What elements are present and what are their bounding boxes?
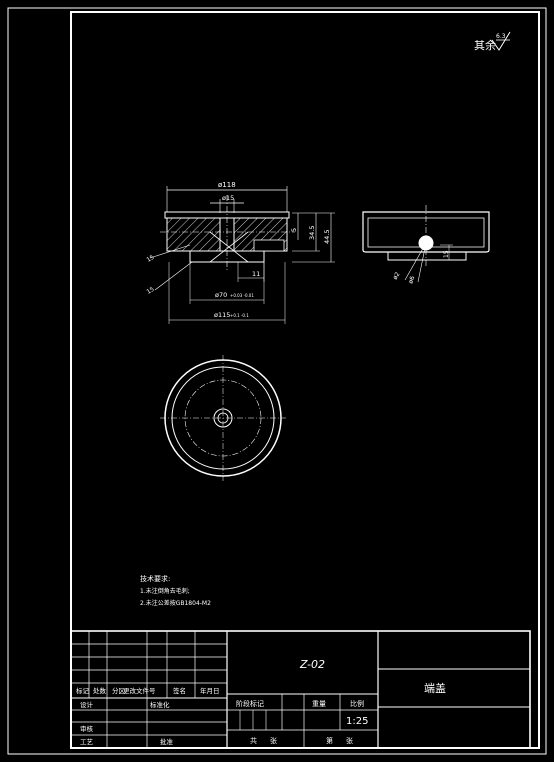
dim-diam-115: ø115 xyxy=(214,311,230,319)
header-doc: 更改文件号 xyxy=(123,686,156,695)
side-view xyxy=(362,205,490,283)
dim-side-b: ø6 xyxy=(407,275,416,285)
roughness-symbol: 其余 6.3 xyxy=(474,31,511,52)
stage-label: 阶段标记 xyxy=(236,699,264,708)
roughness-note: 其余 xyxy=(474,38,496,52)
header-mark: 标记 xyxy=(76,686,90,695)
sheet-num: 第 xyxy=(326,736,333,745)
dim-diam-115-tol: +0.1 -0.1 xyxy=(230,313,249,318)
dim-overall-diameter: ø118 xyxy=(218,181,236,189)
dim-height-445: 44.5 xyxy=(323,230,331,244)
tech-title: 技术要求: xyxy=(140,574,170,583)
dim-side-c: 15 xyxy=(443,250,450,258)
title-block-text: 标记 处数 分区 更改文件号 签名 年月日 设计 标准化 审核 工艺 批准 Z-… xyxy=(76,658,446,746)
role-process: 工艺 xyxy=(80,738,94,746)
tech-item-1: 1.未注倒角去毛刺; xyxy=(140,587,190,595)
header-sign: 签名 xyxy=(173,686,186,695)
dim-side-a: ø2 xyxy=(392,271,402,281)
part-name: Z-02 xyxy=(299,658,325,671)
dim-height-5: 5 xyxy=(290,228,298,232)
sheet-total: 共 xyxy=(250,736,257,745)
tech-item-2: 2.未注公差按GB1804-M2 xyxy=(140,599,211,607)
dim-diam-70-tol: +0.03 -0.01 xyxy=(230,293,254,298)
drawing-title: 端盖 xyxy=(424,681,446,695)
dim-diam-70: ø70 xyxy=(215,291,227,299)
role-review: 审核 xyxy=(80,724,94,733)
header-date: 年月日 xyxy=(200,686,220,695)
front-section-view: ø118 ø15 5 34.5 44.5 15 15 11 ø70 +0.03 … xyxy=(146,181,335,324)
top-view xyxy=(160,355,286,481)
header-zone: 分区 xyxy=(112,686,126,695)
role-design: 设计 xyxy=(80,700,94,709)
weight-label: 重量 xyxy=(312,700,326,708)
roughness-value: 6.3 xyxy=(496,33,506,40)
title-block xyxy=(70,630,531,749)
role-approve: 批准 xyxy=(160,737,174,746)
sheet-unit-1: 张 xyxy=(270,736,277,745)
dim-height-345: 34.5 xyxy=(308,226,316,240)
tech-requirements: 技术要求: 1.未注倒角去毛刺; 2.未注公差按GB1804-M2 xyxy=(140,574,211,607)
scale-value: 1:25 xyxy=(346,716,368,727)
header-count: 处数 xyxy=(93,686,107,695)
dim-bore-diameter: ø15 xyxy=(222,194,234,202)
dim-chamfer-2: 15 xyxy=(146,286,156,296)
dim-width-11: 11 xyxy=(252,270,260,278)
role-standard: 标准化 xyxy=(150,700,170,709)
dim-chamfer-1: 15 xyxy=(146,254,156,264)
sheet-unit-2: 张 xyxy=(346,736,353,745)
scale-label: 比例 xyxy=(350,699,364,708)
